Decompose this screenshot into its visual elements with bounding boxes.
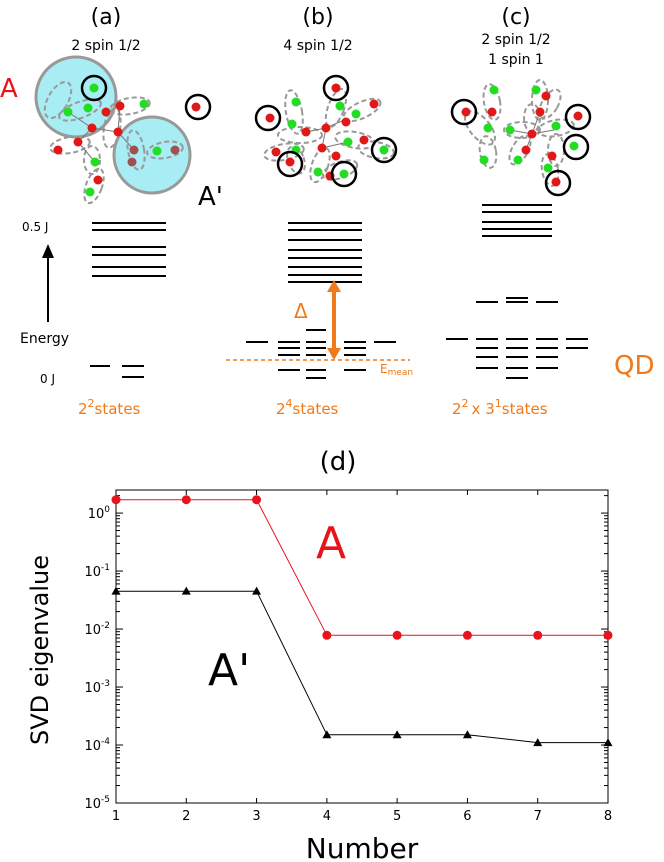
svd-chart: 1 2 3 4 5 6 7 8 100 10-1 10-2 10-3 10-4 10-5	[84, 489, 613, 824]
chart-y-axis-label: SVD eigenvalue	[26, 555, 54, 745]
series-line-a-prime	[116, 590, 608, 744]
x-tick-label: 1	[112, 809, 120, 824]
data-point	[252, 586, 262, 595]
molecule-b	[254, 74, 398, 188]
plot-frame	[115, 489, 609, 804]
data-point	[392, 630, 402, 640]
data-point	[462, 630, 472, 640]
data-point	[181, 495, 191, 505]
x-tick-label: 3	[252, 809, 260, 824]
data-point	[533, 630, 543, 640]
states-a: 22states	[78, 397, 141, 418]
chart-series-label-a: A	[316, 518, 346, 569]
region-a-circle	[34, 55, 118, 139]
data-point	[533, 738, 543, 747]
x-tick-label: 8	[604, 809, 612, 824]
y-tick-label: 10-3	[84, 679, 110, 696]
energy-arrow-head	[42, 244, 54, 258]
panel-b-desc: 4 spin 1/2	[283, 38, 352, 54]
y-tick-label: 10-1	[84, 563, 110, 580]
label-zero-j: 0 J	[40, 372, 55, 386]
chart-x-axis-label: Number	[306, 832, 419, 862]
data-point	[181, 586, 191, 595]
label-e-mean: Emean	[380, 362, 413, 378]
x-tick-label: 4	[323, 809, 331, 824]
data-point	[111, 495, 121, 505]
y-tick-label: 10-5	[84, 795, 110, 812]
levels-c	[446, 204, 588, 379]
panel-c-letter: (c)	[501, 5, 530, 30]
label-delta: Δ	[294, 299, 308, 323]
region-a-prime-circle	[112, 115, 192, 195]
states-b: 24states	[276, 397, 339, 418]
energy-axis: 0.5 J Energy 0 J	[20, 220, 69, 386]
x-tick-label: 6	[463, 809, 471, 824]
panel-a-desc: 2 spin 1/2	[71, 38, 140, 54]
y-tick-label: 10-4	[84, 737, 110, 754]
data-point	[462, 730, 472, 739]
levels-a	[90, 222, 166, 378]
y-tick-label: 10-2	[84, 621, 110, 638]
series-line-a	[116, 499, 608, 636]
panel-c-desc-2: 1 spin 1	[488, 52, 544, 68]
data-point	[111, 586, 121, 595]
delta-gap-arrow	[327, 280, 341, 360]
data-point	[322, 730, 332, 739]
data-point	[392, 730, 402, 739]
levels-b	[246, 222, 396, 379]
label-half-j: 0.5 J	[22, 220, 48, 234]
molecule-a	[34, 55, 212, 205]
x-tick-label: 5	[393, 809, 401, 824]
x-tick-label: 2	[182, 809, 190, 824]
chart-title: (d)	[320, 447, 357, 477]
data-point	[603, 738, 613, 747]
label-qd: QD	[614, 351, 655, 381]
y-tick-label: 100	[88, 505, 111, 522]
panel-b-letter: (b)	[302, 5, 333, 30]
data-point	[252, 495, 262, 505]
data-point	[322, 630, 332, 640]
label-a: A	[0, 74, 18, 104]
chart-series-label-a-prime: A'	[208, 645, 250, 696]
label-a-prime: A'	[198, 182, 223, 212]
panel-c-desc-1: 2 spin 1/2	[481, 32, 550, 48]
molecule-c	[450, 79, 592, 197]
label-energy: Energy	[20, 331, 69, 347]
panel-a-letter: (a)	[91, 5, 122, 30]
data-point	[603, 630, 613, 640]
x-tick-label: 7	[534, 809, 542, 824]
